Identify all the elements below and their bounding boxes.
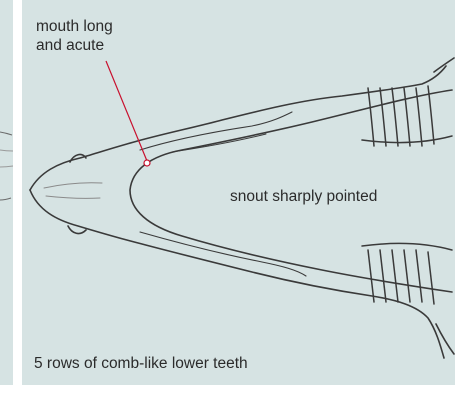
snout-midline (44, 183, 102, 188)
shark-head-panel: mouth long and acute snout sharply point… (22, 0, 455, 385)
lower-lip-line (140, 232, 306, 276)
gill-slit (428, 252, 434, 304)
snout-annotation: snout sharply pointed (230, 187, 377, 206)
gill-slit (416, 250, 422, 302)
teeth-annotation: 5 rows of comb-like lower teeth (34, 354, 248, 373)
left-panel-sketch (0, 0, 13, 385)
lower-gill-slits (362, 243, 452, 304)
mouth-annotation-line2: and acute (36, 36, 113, 55)
mouth-leader-marker (144, 160, 150, 166)
gill-slit (404, 88, 410, 146)
head-outline-lower (30, 190, 444, 358)
mouth-annotation: mouth long and acute (36, 17, 113, 55)
sketch-stroke (0, 132, 12, 135)
sketch-stroke (0, 150, 13, 151)
gill-slit (428, 86, 434, 144)
fin-upper (434, 58, 454, 72)
gill-base-line (362, 136, 452, 143)
gill-slit (380, 250, 386, 302)
gill-slit (392, 250, 398, 302)
gill-slit (368, 250, 374, 302)
mouth-leader-line (106, 61, 147, 161)
gill-slit (392, 88, 398, 146)
snout-midline-2 (46, 196, 100, 198)
left-panel-edge (0, 0, 13, 385)
gill-slit (368, 88, 374, 146)
mouth-annotation-line1: mouth long (36, 17, 113, 36)
gill-slit (380, 88, 386, 146)
gill-slit (404, 250, 410, 302)
upper-gill-slits (362, 86, 452, 146)
gill-base-line (362, 243, 452, 250)
sketch-stroke (0, 198, 11, 200)
sketch-stroke (0, 166, 13, 167)
